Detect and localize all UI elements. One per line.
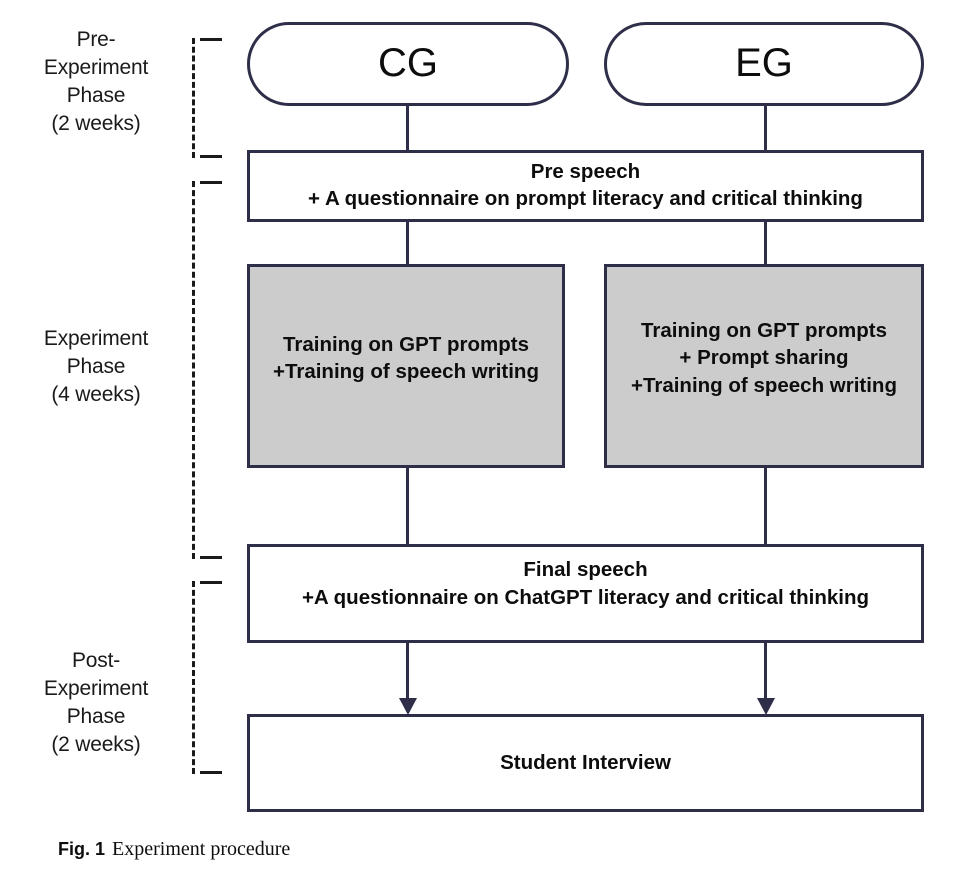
connector-pre-speech-to-training-eg [764,220,767,266]
node-student-interview: Student Interview [247,714,924,812]
bracket-post-experiment [192,581,195,774]
node-student-interview-label: Student Interview [500,751,671,775]
connector-training-eg-to-final-speech [764,466,767,546]
node-final-speech-label: Final speech +A questionnaire on ChatGPT… [301,558,870,609]
node-control-group-label: CG [378,41,438,86]
bracket-pre-experiment-lower [192,181,195,559]
bracket-tick-post-top [200,581,222,584]
connector-pre-speech-to-training-cg [406,220,409,266]
connector-training-cg-to-final-speech [406,466,409,546]
connector-final-speech-to-interview-left [406,641,409,699]
connector-final-speech-to-interview-right [764,641,767,699]
phase-label-post-experiment: Post- Experiment Phase (2 weeks) [43,649,149,756]
node-experimental-group: EG [604,22,924,106]
node-training-control-group-label: Training on GPT prompts +Training of spe… [273,332,539,383]
node-pre-speech: Pre speech + A questionnaire on prompt l… [247,150,924,222]
connector-cg-to-pre-speech [406,104,409,152]
bracket-tick-pre-bottom [200,155,222,158]
bracket-tick-pre-top [200,38,222,41]
node-training-control-group: Training on GPT prompts +Training of spe… [247,264,565,468]
figure-caption: Fig. 1 Experiment procedure [58,838,290,861]
phase-label-experiment: Experiment Phase (4 weeks) [43,327,149,406]
bracket-tick-post-bottom [200,771,222,774]
node-training-experimental-group-label: Training on GPT prompts + Prompt sharing… [631,319,897,397]
figure-caption-number: Fig. 1 [58,839,106,859]
node-final-speech: Final speech +A questionnaire on ChatGPT… [247,544,924,643]
phase-label-pre-experiment: Pre- Experiment Phase (2 weeks) [43,28,149,135]
bracket-tick-experiment-top [200,181,222,184]
figure-caption-text: Experiment procedure [112,838,291,860]
arrow-head-right [757,698,775,715]
bracket-pre-experiment-upper [192,38,195,158]
node-control-group: CG [247,22,569,106]
bracket-tick-experiment-bottom [200,556,222,559]
arrow-head-left [399,698,417,715]
node-pre-speech-label: Pre speech + A questionnaire on prompt l… [308,159,863,210]
node-training-experimental-group: Training on GPT prompts + Prompt sharing… [604,264,924,468]
node-experimental-group-label: EG [735,41,793,86]
connector-eg-to-pre-speech [764,104,767,152]
